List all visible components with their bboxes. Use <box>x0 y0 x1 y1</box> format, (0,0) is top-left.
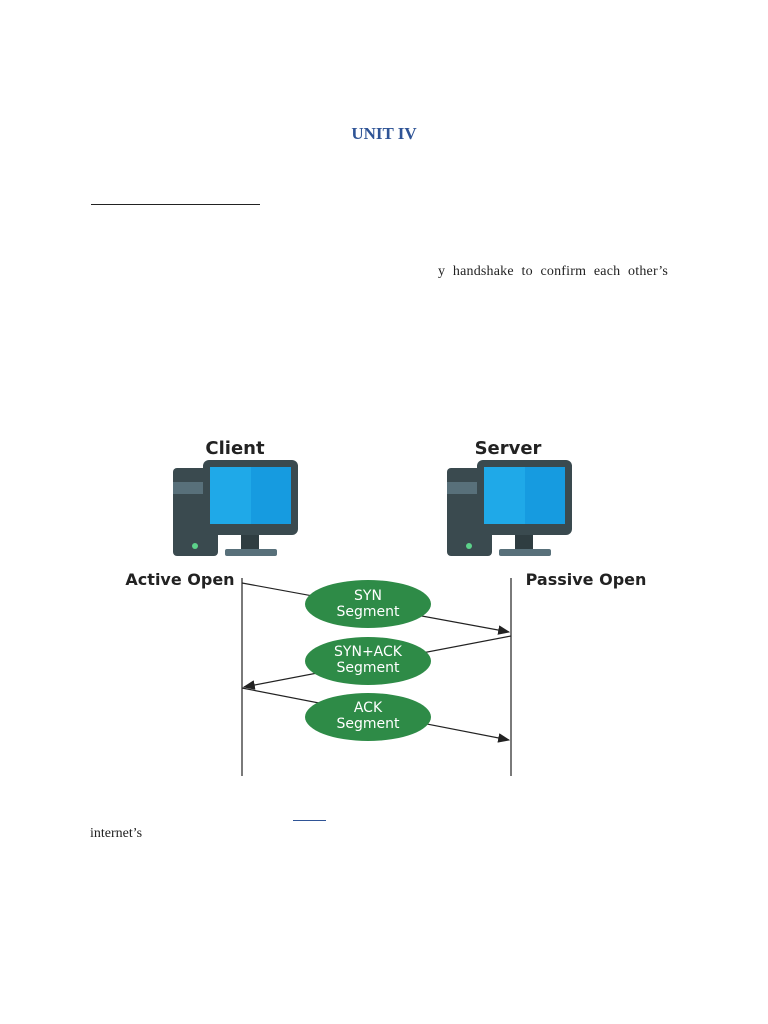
client-computer-icon <box>173 460 298 556</box>
client-label: Client <box>205 438 265 459</box>
syn-segment-badge: SYN Segment <box>305 580 431 628</box>
syn-segment-line2: Segment <box>337 604 401 620</box>
syn-segment-line1: SYN <box>354 588 382 604</box>
body-text-fragment-2: internet’s <box>90 826 143 841</box>
synack-segment-line1: SYN+ACK <box>334 644 403 660</box>
server-computer-icon <box>447 460 572 556</box>
hyperlink-underline[interactable] <box>293 808 326 821</box>
body-text-fragment: y handshake to confirm each other’s <box>438 264 669 279</box>
synack-segment-badge: SYN+ACK Segment <box>305 637 431 685</box>
passive-open-label: Passive Open <box>526 570 647 589</box>
ack-segment-badge: ACK Segment <box>305 693 431 741</box>
heading-underline <box>91 204 260 205</box>
unit-title: UNIT IV <box>351 124 417 143</box>
tcp-three-way-handshake-diagram: Client Server Active Open Passive Open S… <box>125 438 647 776</box>
active-open-label: Active Open <box>125 570 234 589</box>
server-label: Server <box>475 438 542 459</box>
synack-segment-line2: Segment <box>337 660 401 676</box>
ack-segment-line1: ACK <box>354 700 383 716</box>
ack-segment-line2: Segment <box>337 716 401 732</box>
